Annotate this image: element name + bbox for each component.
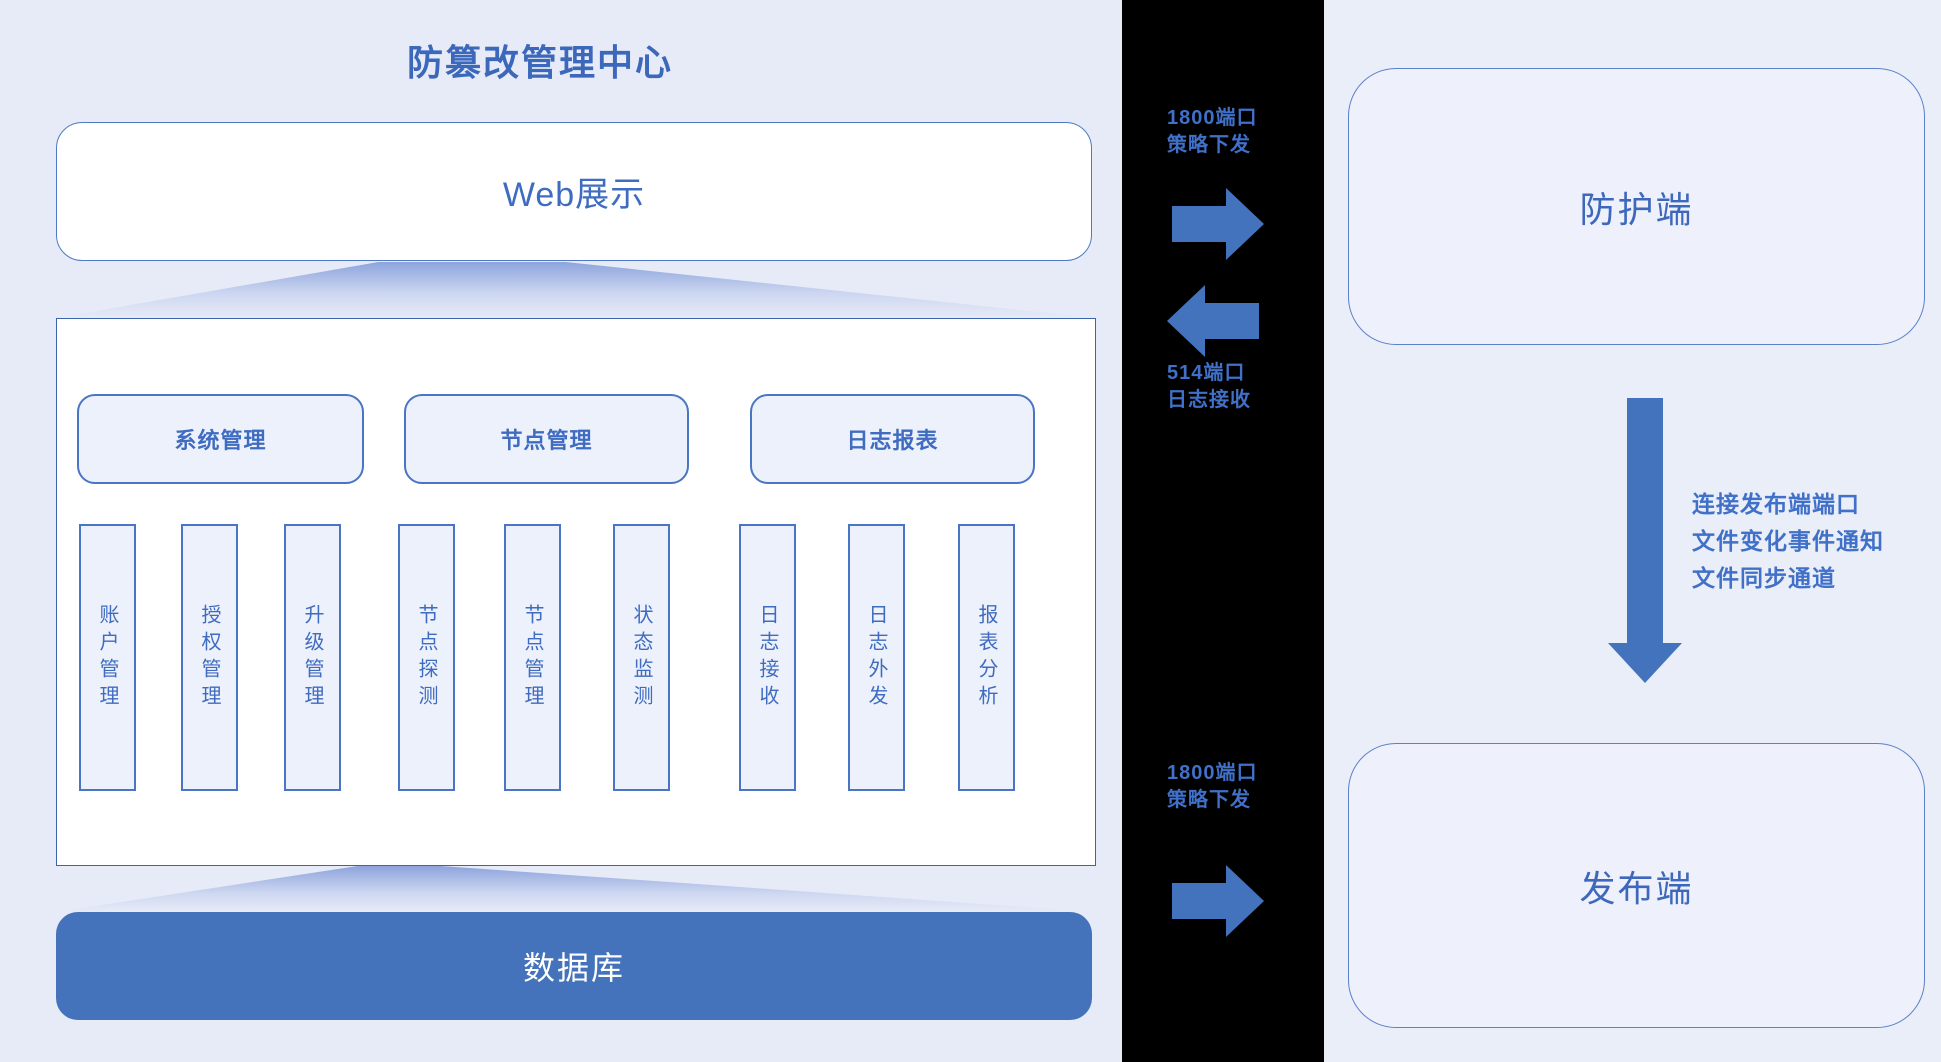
sync-channel-label: 连接发布端端口 文件变化事件通知 文件同步通道 — [1692, 491, 1884, 591]
management-center-panel: 防篡改管理中心 Web展示 系统管理 节点管理 日志报表 账户管理 授权管理 升… — [0, 0, 1122, 1062]
arrow-down-icon — [1627, 398, 1663, 643]
web-display-box: Web展示 — [56, 122, 1092, 261]
web-display-label: Web展示 — [502, 176, 646, 214]
submodule-authorization-management: 授权管理 — [181, 524, 238, 791]
arrow-down-head-icon — [1608, 643, 1682, 683]
modules-container: 系统管理 节点管理 日志报表 账户管理 授权管理 升级管理 节点探测 节点管理 … — [56, 318, 1096, 866]
module-system-management: 系统管理 — [77, 394, 364, 484]
module-node-management: 节点管理 — [404, 394, 689, 484]
arrow-right-icon — [1172, 865, 1264, 937]
communication-channel: 1800端口 策略下发 514端口 日志接收 1800端口 策略下发 — [1122, 0, 1324, 1062]
publish-endpoint-box: 发布端 — [1348, 743, 1925, 1028]
submodule-node-management: 节点管理 — [504, 524, 561, 791]
arrow-left-icon — [1167, 285, 1259, 357]
submodule-report-analysis: 报表分析 — [958, 524, 1015, 791]
submodule-account-management: 账户管理 — [79, 524, 136, 791]
database-label: 数据库 — [522, 950, 625, 986]
funnel-connector-top — [56, 262, 1096, 318]
submodule-log-forwarding: 日志外发 — [848, 524, 905, 791]
flow-label-log-receive: 514端口 日志接收 — [1167, 362, 1251, 411]
submodule-upgrade-management: 升级管理 — [284, 524, 341, 791]
flow-label-policy-dispatch-bottom: 1800端口 策略下发 — [1167, 762, 1258, 811]
submodule-status-monitoring: 状态监测 — [613, 524, 670, 791]
module-log-report: 日志报表 — [750, 394, 1035, 484]
database-bar: 数据库 — [56, 912, 1092, 1020]
page-title: 防篡改管理中心 — [406, 42, 673, 83]
arrow-right-icon — [1172, 188, 1264, 260]
protection-endpoint-label: 防护端 — [1579, 188, 1694, 230]
flow-label-policy-dispatch-top: 1800端口 策略下发 — [1167, 107, 1258, 156]
protection-endpoint-box: 防护端 — [1348, 68, 1925, 345]
publish-endpoint-label: 发布端 — [1579, 867, 1694, 909]
submodule-node-detection: 节点探测 — [398, 524, 455, 791]
funnel-connector-bottom — [56, 866, 1096, 912]
submodule-log-receiving: 日志接收 — [739, 524, 796, 791]
endpoints-panel: 防护端 连接发布端端口 文件变化事件通知 文件同步通道 发布端 — [1324, 0, 1941, 1062]
